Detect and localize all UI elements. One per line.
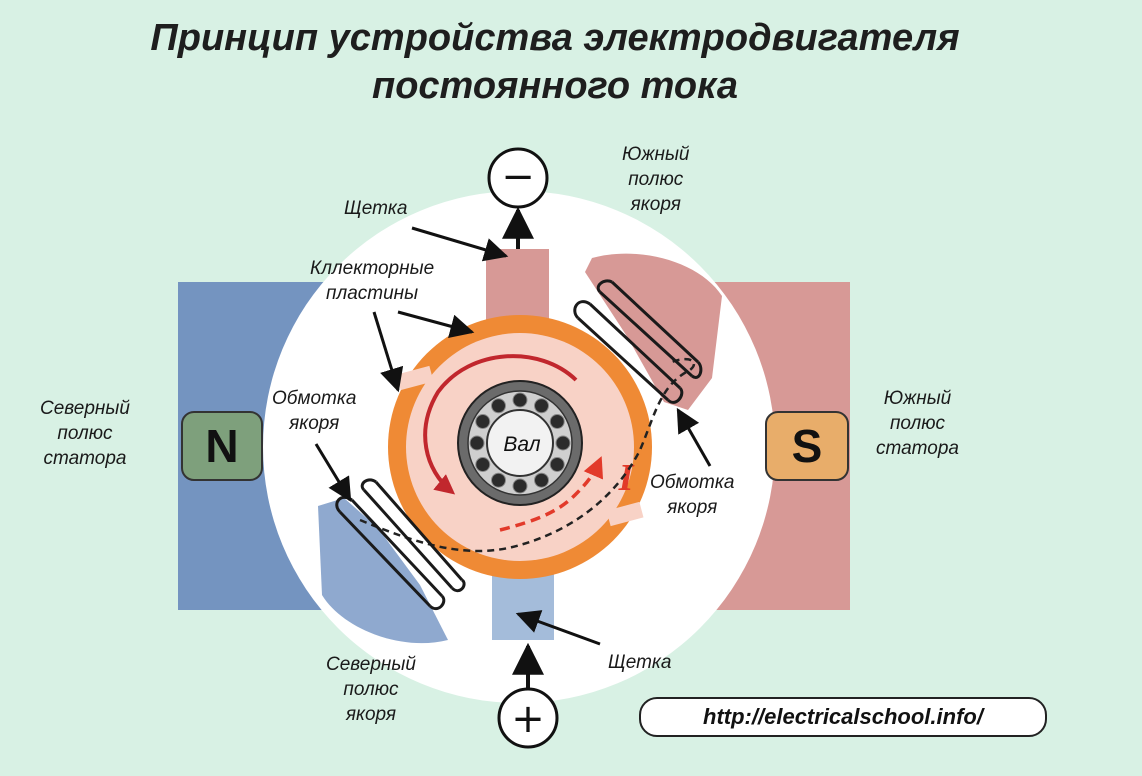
label-winding-right-line-1: Обмотка: [650, 472, 735, 493]
shaft: [486, 409, 554, 477]
current-label: I: [618, 457, 635, 499]
title-line-2: постоянного тока: [371, 65, 738, 107]
label-north-stator: Северный полюс статора: [40, 396, 130, 471]
north-pole-box: [181, 411, 263, 481]
bearing-ball: [491, 398, 506, 414]
leader-collector-gap: [372, 311, 404, 393]
south-pole-box: [765, 411, 849, 481]
leader-collector-ring: [397, 310, 475, 338]
label-south-stator-line-2: полюс: [889, 413, 946, 434]
bearing-ball: [534, 398, 549, 414]
minus-sign: −: [501, 154, 535, 200]
minus-terminal: [487, 147, 549, 209]
shaft-label: Вал: [503, 433, 540, 456]
bearing-balls: [469, 392, 571, 494]
label-brush-top: Щетка: [344, 196, 407, 221]
winding-wire: [359, 357, 696, 553]
bearing-ball: [512, 478, 528, 494]
bearing-ball: [555, 435, 571, 451]
plus-sign: +: [511, 696, 545, 742]
label-brush-bottom-text: Щетка: [608, 652, 672, 673]
label-south-stator-line-3: статора: [876, 438, 959, 459]
label-south-armature-line-1: Южный: [622, 144, 690, 165]
rotation-arrow: [423, 354, 578, 495]
bearing-ball: [534, 472, 549, 488]
winding-coil-right: [573, 279, 703, 404]
label-collector-line-1: Кллекторные: [310, 258, 435, 279]
label-south-armature: Южный полюс якоря: [622, 142, 690, 217]
bearing-ball: [512, 392, 528, 408]
label-north-armature-line-1: Северный: [326, 654, 416, 675]
diagram-title: Принцип устройства электродвигателя пост…: [0, 14, 1110, 110]
leader-winding-left: [314, 443, 352, 503]
leader-brush-top: [411, 226, 509, 262]
bearing-ball: [469, 435, 485, 451]
source-url: http://electricalschool.info/: [639, 697, 1047, 737]
label-north-armature: Северный полюс якоря: [326, 652, 416, 727]
current-arrow: [499, 456, 604, 532]
label-collector-plates: Кллекторные пластины: [310, 256, 434, 306]
label-brush-bottom: Щетка: [608, 650, 671, 675]
bearing-ball: [475, 457, 491, 472]
label-north-stator-line-2: полюс: [57, 423, 113, 444]
leader-lines: [314, 226, 712, 646]
bearing-ball: [549, 414, 565, 429]
bearing-ball: [475, 414, 491, 429]
bearing-ball: [491, 472, 506, 488]
leader-brush-bottom: [515, 610, 601, 646]
label-south-armature-line-2: полюс: [628, 169, 684, 190]
label-collector-line-2: пластины: [326, 283, 419, 304]
plus-terminal: [497, 687, 559, 749]
label-south-stator: Южный полюс статора: [876, 386, 959, 461]
label-south-armature-line-3: якоря: [630, 194, 681, 215]
label-north-armature-line-3: якоря: [345, 704, 397, 725]
label-winding-left-line-2: якоря: [289, 413, 340, 434]
label-north-stator-line-3: статора: [43, 448, 127, 469]
label-winding-left-line-1: Обмотка: [272, 388, 357, 409]
south-pole-letter: S: [792, 420, 823, 472]
label-brush-top-text: Щетка: [344, 198, 408, 219]
leader-winding-right: [676, 407, 712, 467]
label-south-stator-line-1: Южный: [883, 388, 952, 409]
label-north-armature-line-2: полюс: [343, 679, 399, 700]
north-armature-pole: [318, 498, 448, 644]
title-line-1: Принцип устройства электродвигателя: [150, 17, 960, 59]
label-north-stator-line-1: Северный: [40, 398, 130, 419]
label-winding-right: Обмотка якоря: [650, 470, 734, 520]
north-pole-letter: N: [205, 420, 238, 472]
bearing-ball: [549, 457, 565, 472]
collector-gap-left: [396, 365, 434, 391]
collector-gap-right: [606, 501, 644, 527]
label-winding-right-line-2: якоря: [667, 497, 718, 518]
label-winding-left: Обмотка якоря: [272, 386, 356, 436]
